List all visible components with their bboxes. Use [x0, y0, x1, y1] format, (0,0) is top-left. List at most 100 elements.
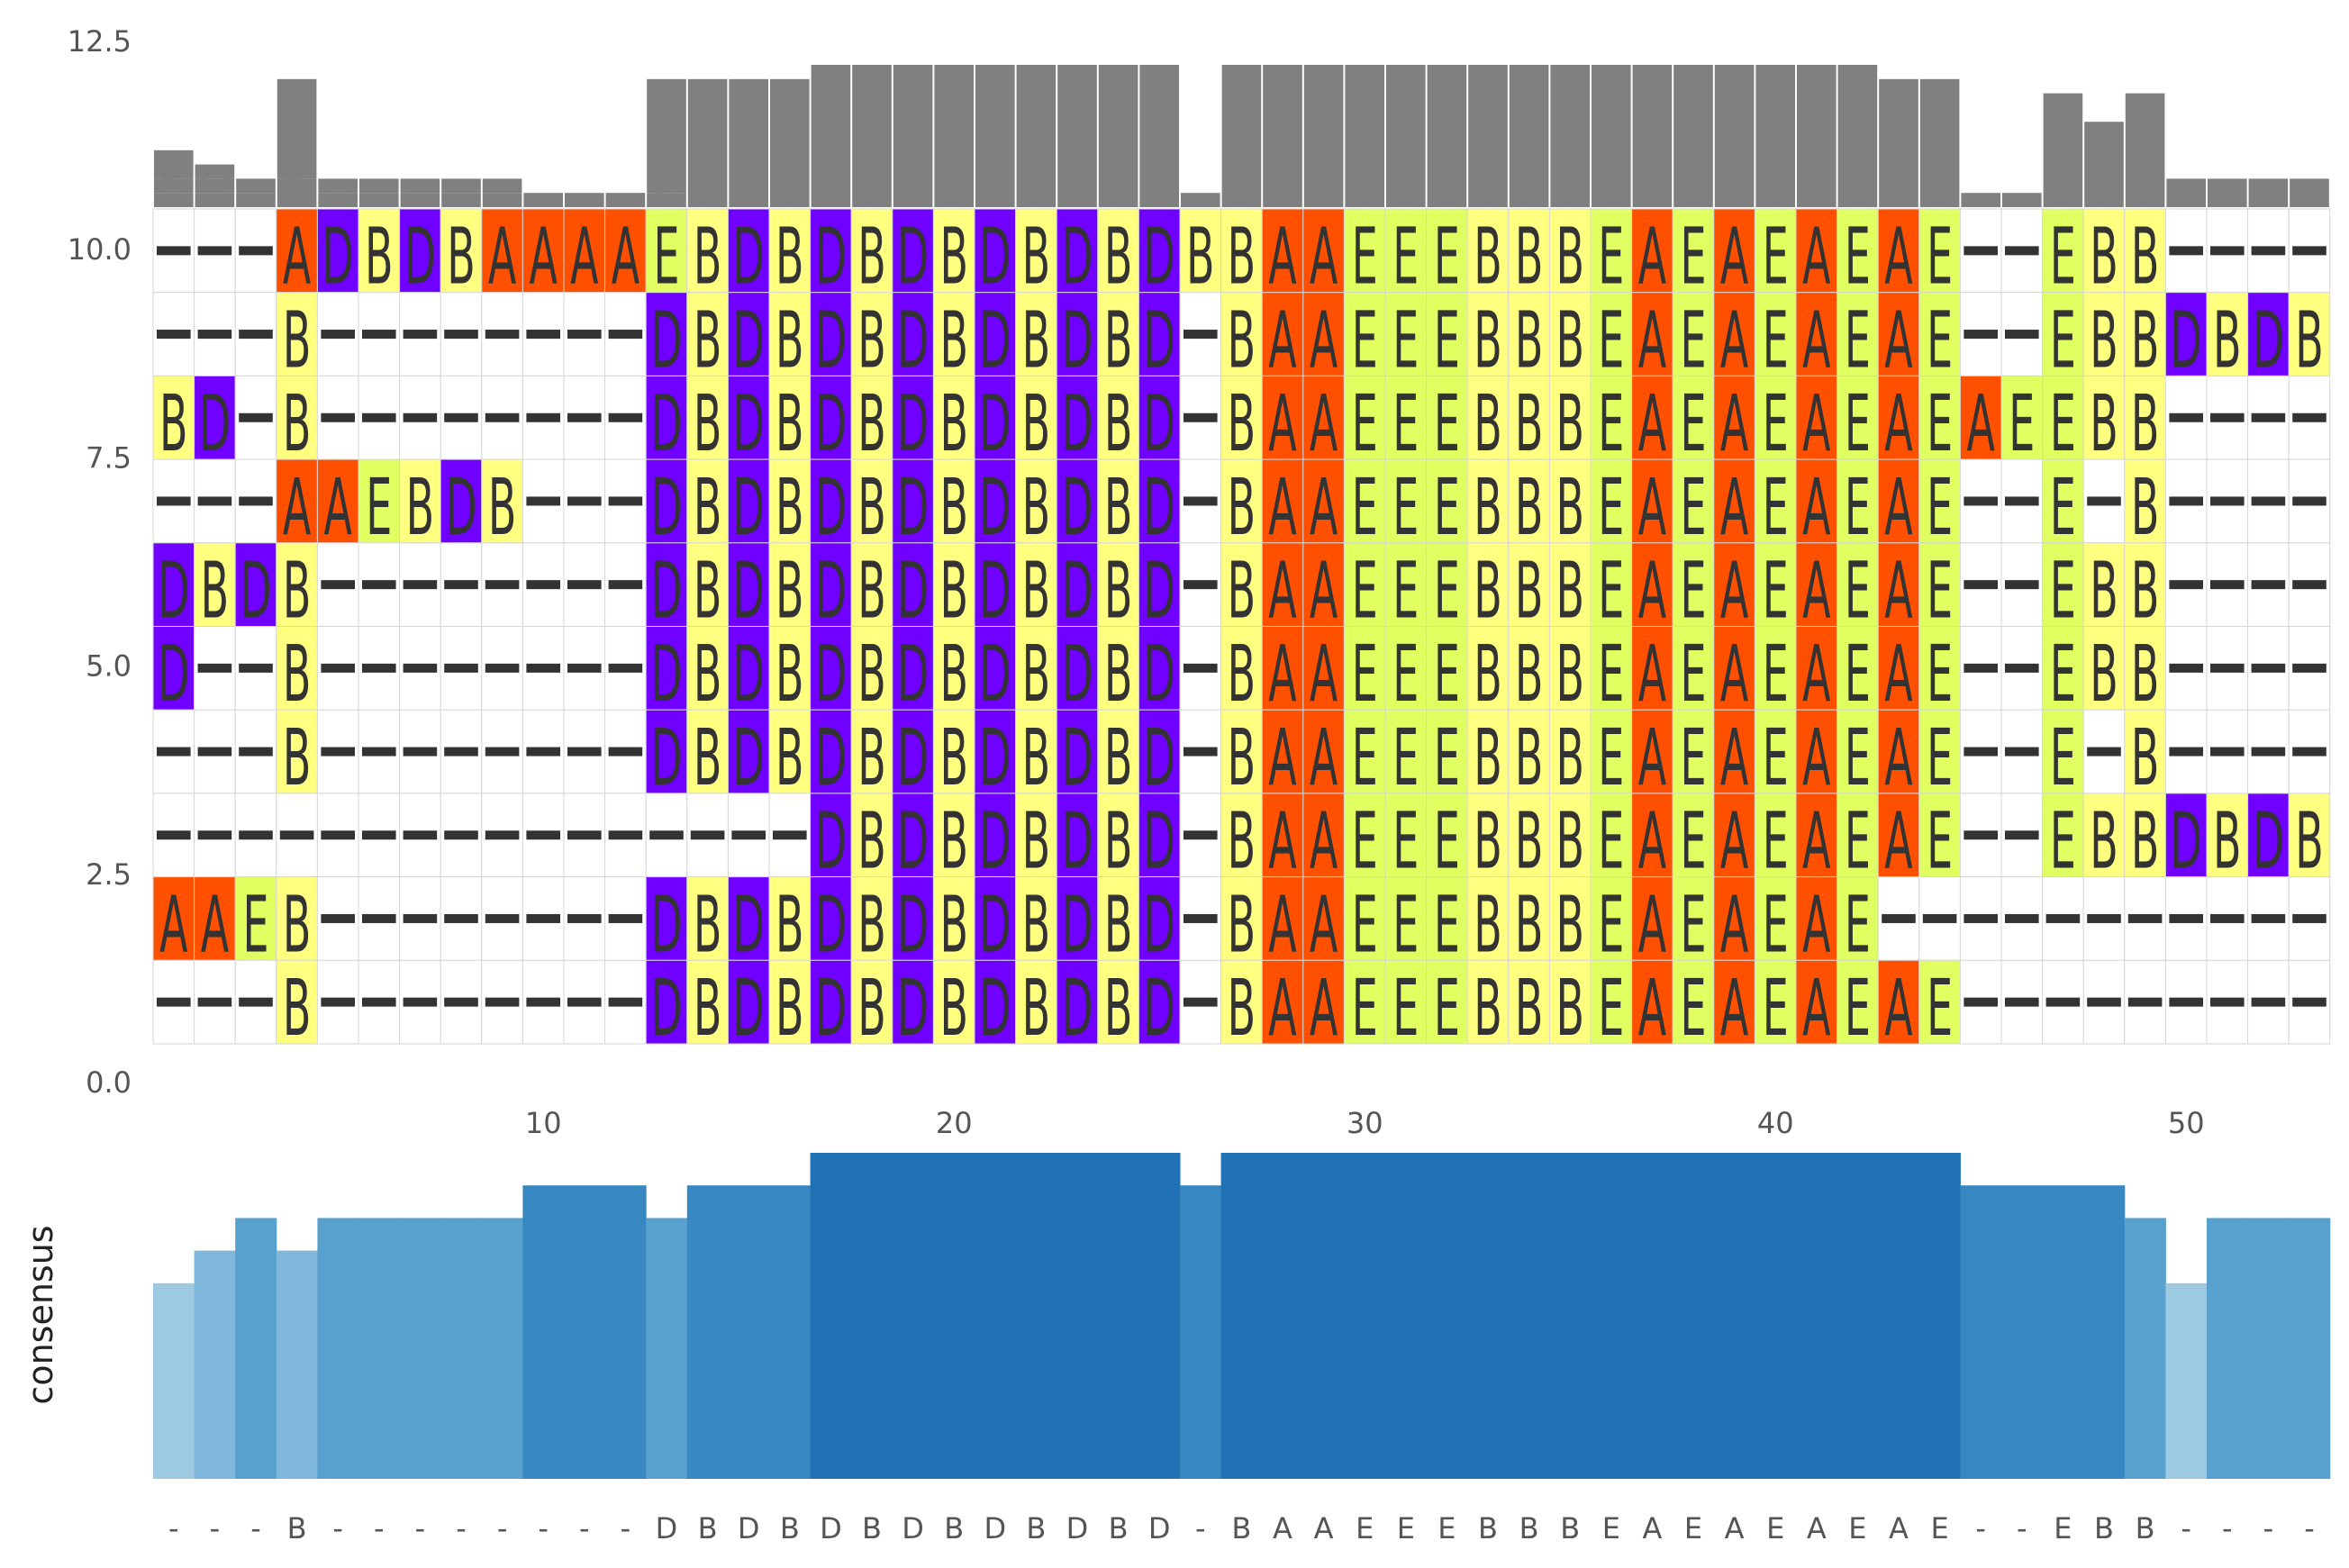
logo-letter: A — [530, 193, 558, 212]
gap-dash — [1184, 997, 1218, 1007]
consensus-bar — [769, 1185, 812, 1479]
gap-dash — [444, 830, 478, 840]
gap-dash — [239, 747, 273, 757]
residue-letter: B — [2213, 797, 2242, 887]
residue-letter: E — [1927, 630, 1953, 720]
residue-letter: B — [1104, 881, 1133, 971]
residue-cell — [1015, 208, 1057, 294]
gap-dash — [157, 330, 191, 340]
residue-letter: D — [1144, 547, 1175, 637]
residue-cell — [2042, 375, 2084, 460]
residue-letter: B — [694, 881, 722, 971]
residue-letter: B — [939, 463, 968, 553]
residue-letter: B — [1555, 797, 1584, 887]
gap-dash — [485, 997, 520, 1007]
residue-letter: D — [650, 630, 682, 720]
logo-letter-block — [1098, 65, 1138, 207]
residue-letter: A — [1638, 213, 1666, 303]
residue-letter: E — [1434, 379, 1460, 469]
gap-dash — [362, 997, 396, 1007]
logo-letter: B — [2295, 177, 2323, 215]
gap-dash — [526, 580, 560, 590]
gap-dash — [1184, 412, 1218, 422]
consensus-bar — [2247, 1218, 2290, 1479]
residue-cell — [768, 208, 812, 294]
residue-cell — [727, 458, 770, 544]
residue-cell — [1097, 292, 1139, 376]
gap-dash — [197, 997, 232, 1007]
residue-cell — [1302, 542, 1345, 627]
residue-letter: E — [2050, 797, 2076, 887]
residue-cell — [1713, 959, 1755, 1045]
logo-letter-block — [1303, 65, 1344, 207]
residue-letter: E — [1392, 463, 1419, 553]
gap-dash — [649, 830, 684, 840]
residue-cell — [1795, 375, 1838, 460]
residue-letter: A — [1802, 379, 1830, 469]
residue-letter: E — [1680, 296, 1706, 386]
gap-dash — [2210, 663, 2245, 673]
residue-letter: A — [1720, 964, 1748, 1054]
gap-dash — [2169, 496, 2203, 506]
gap-dash — [567, 997, 602, 1007]
residue-letter: D — [1144, 713, 1175, 803]
residue-letter: B — [2090, 547, 2118, 637]
y-tick-label: 0.0 — [86, 1065, 132, 1100]
residue-cell — [1795, 542, 1838, 627]
gap-dash — [197, 663, 232, 673]
residue-cell — [850, 709, 893, 794]
residue-letter: D — [1061, 964, 1093, 1054]
residue-cell — [1877, 458, 1920, 544]
residue-cell — [645, 709, 688, 794]
gap-dash — [2251, 997, 2286, 1007]
residue-letter: B — [2090, 630, 2118, 720]
residue-letter: A — [1884, 463, 1912, 553]
gap-dash — [2292, 412, 2326, 422]
residue-cell — [1590, 626, 1633, 711]
consensus-letter: - — [2181, 1511, 2191, 1545]
consensus-bar — [2165, 1282, 2208, 1479]
residue-letter: A — [1884, 630, 1912, 720]
logo-letter: E — [1927, 72, 1953, 242]
residue-letter: B — [1474, 213, 1502, 303]
logo-letter: D — [199, 193, 231, 212]
gap-dash — [485, 830, 520, 840]
logo-letter-block — [1263, 65, 1302, 207]
residue-letter: B — [1228, 713, 1256, 803]
residue-letter: E — [1392, 213, 1419, 303]
gap-dash — [526, 412, 560, 422]
residue-letter: D — [979, 630, 1011, 720]
consensus-bar — [810, 1153, 852, 1479]
residue-letter: B — [1228, 797, 1256, 887]
residue-letter: A — [283, 463, 311, 553]
consensus-letter: E — [1602, 1511, 1620, 1545]
residue-cell — [1466, 208, 1510, 294]
gap-dash — [567, 747, 602, 757]
gap-dash — [773, 830, 807, 840]
residue-letter: B — [1515, 797, 1544, 887]
residue-letter: B — [1104, 713, 1133, 803]
residue-letter: B — [939, 630, 968, 720]
residue-letter: D — [1061, 797, 1093, 887]
logo-letter-block — [729, 78, 768, 207]
residue-letter: B — [857, 713, 886, 803]
gap-dash — [2292, 663, 2326, 673]
residue-letter: E — [1845, 463, 1871, 553]
logo-letter-block — [852, 65, 892, 207]
residue-cell — [932, 959, 975, 1045]
logo-letter: B — [940, 58, 968, 247]
residue-letter: B — [1474, 630, 1502, 720]
residue-letter: B — [1228, 213, 1256, 303]
residue-cell — [1590, 208, 1633, 294]
residue-letter: B — [857, 630, 886, 720]
residue-cell — [1343, 959, 1386, 1045]
logo-letter: E — [1434, 58, 1460, 247]
gap-dash — [403, 412, 438, 422]
gap-dash — [2292, 913, 2326, 923]
residue-letter: E — [1763, 713, 1789, 803]
consensus-letter: - — [2222, 1511, 2233, 1545]
residue-cell — [892, 793, 934, 878]
gap-dash — [1184, 747, 1218, 757]
residue-cell — [1877, 208, 1920, 294]
logo-letter: A — [612, 193, 640, 212]
